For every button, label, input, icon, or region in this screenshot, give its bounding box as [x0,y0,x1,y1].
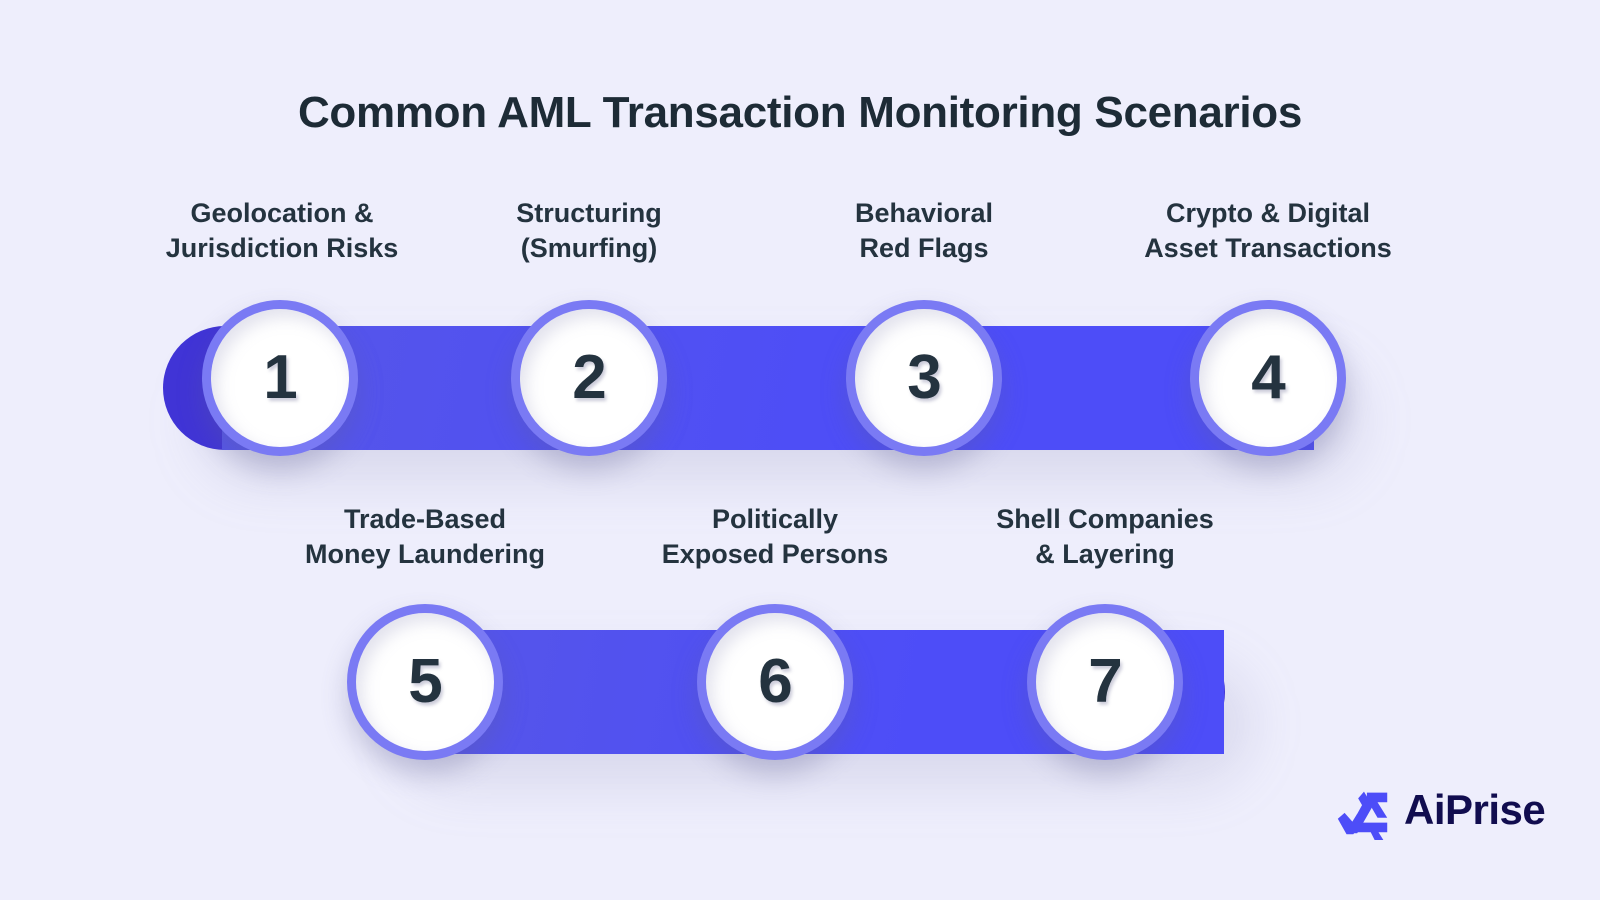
step-5-circle[interactable]: 5 [347,604,503,760]
step-6-circle[interactable]: 6 [697,604,853,760]
step-7-label: Shell Companies & Layering [996,504,1214,569]
step-3-number: 3 [907,343,941,412]
aiprise-logo[interactable]: AiPrise [1332,779,1546,841]
step-7-circle[interactable]: 7 [1027,604,1183,760]
aiprise-logo-text: AiPrise [1404,786,1546,833]
step-6-number: 6 [758,647,792,716]
step-4-circle[interactable]: 4 [1190,300,1346,456]
step-1-number: 1 [263,343,297,412]
step-6-label: Politically Exposed Persons [661,504,889,569]
aiprise-logo-mark-icon [1337,791,1388,841]
step-5-label: Trade-Based Money Laundering [304,504,545,569]
connector-bar-row-1 [222,326,1314,450]
step-4-label: Crypto & Digital Asset Transactions [1144,198,1392,263]
step-4-number: 4 [1251,343,1285,412]
step-1-label: Geolocation & Jurisdiction Risks [165,198,399,263]
step-2-label: Structuring (Smurfing) [516,198,662,263]
step-1-circle[interactable]: 1 [202,300,358,456]
step-2-number: 2 [572,343,606,412]
step-7-number: 7 [1088,647,1122,716]
step-3-circle[interactable]: 3 [846,300,1002,456]
step-5-number: 5 [408,647,442,716]
page-title: Common AML Transaction Monitoring Scenar… [297,88,1303,137]
step-2-circle[interactable]: 2 [511,300,667,456]
step-3-label: Behavioral Red Flags [854,198,994,263]
